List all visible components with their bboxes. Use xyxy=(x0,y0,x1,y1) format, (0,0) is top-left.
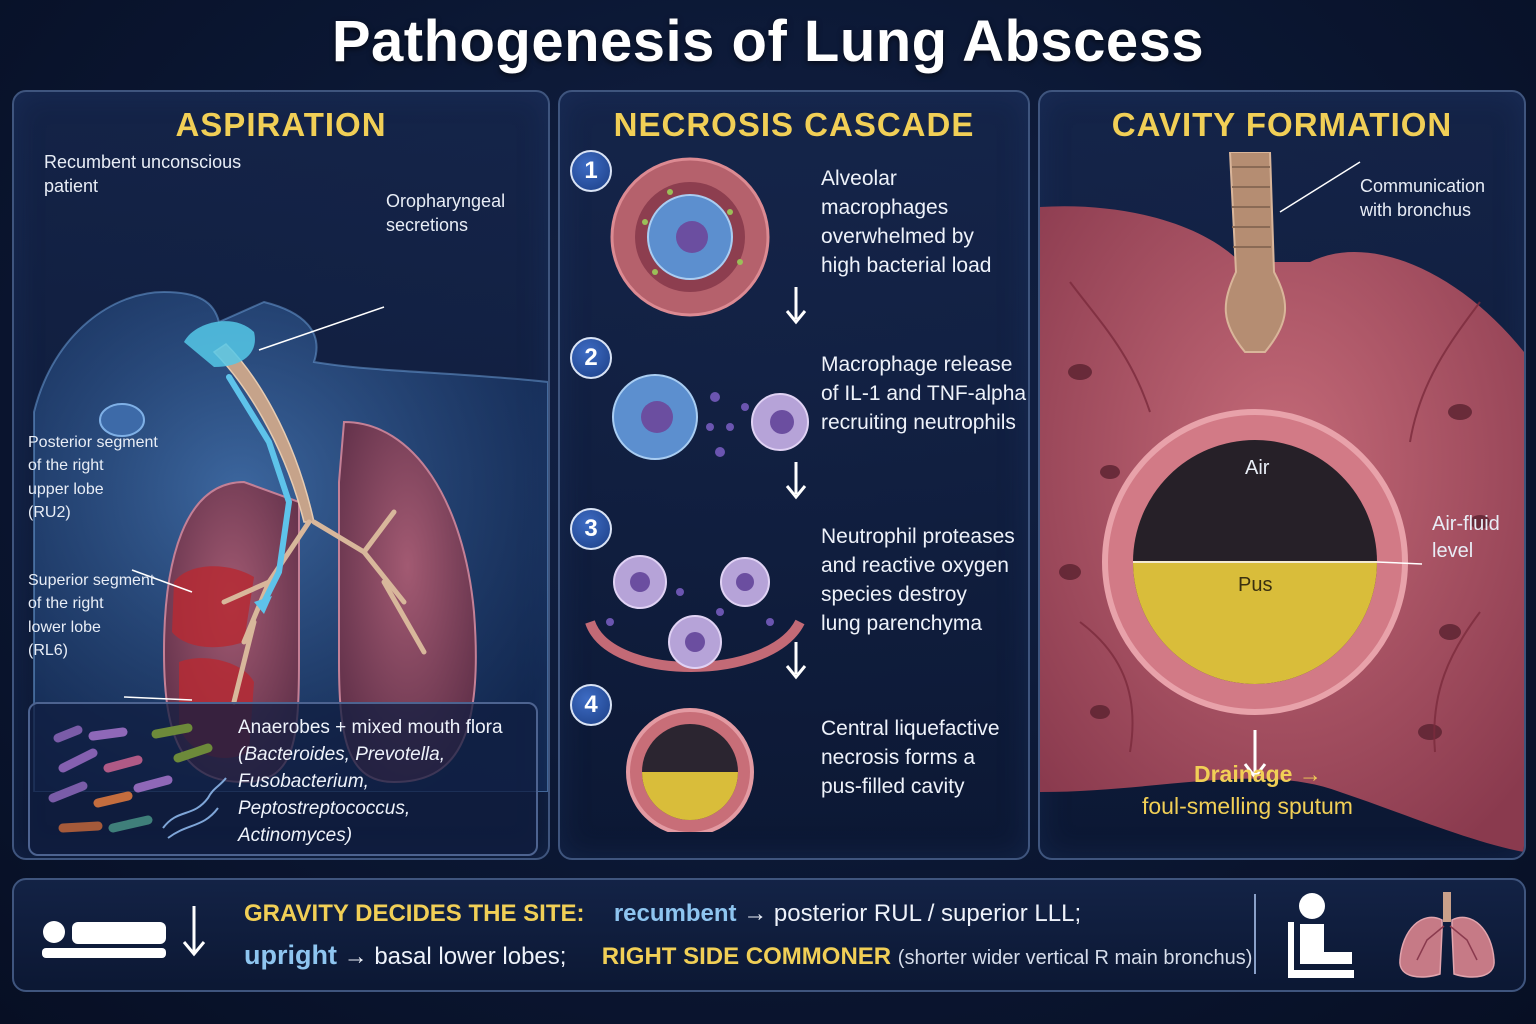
flora-box: Anaerobes + mixed mouth flora (Bacteroid… xyxy=(28,702,538,856)
flora-text: Anaerobes + mixed mouth flora (Bacteroid… xyxy=(238,714,503,849)
gravity-line-2: upright → basal lower lobes; RIGHT SIDE … xyxy=(244,940,1252,971)
down-arrow-icon xyxy=(182,906,206,957)
flora-item-4: Actinomyces) xyxy=(238,825,353,846)
aspiration-flow-arrow xyxy=(226,374,293,605)
gravity-divider xyxy=(1254,894,1256,974)
cavity-heading: CAVITY FORMATION xyxy=(1111,106,1453,143)
pus-label: Pus xyxy=(1238,574,1273,596)
necrosis-panel: NECROSIS CASCADE xyxy=(558,90,1030,860)
cavity-illustration xyxy=(1040,152,1524,852)
step-badge-2: 2 xyxy=(570,337,612,379)
gravity-line-1: GRAVITY DECIDES THE SITE: recumbent → po… xyxy=(244,900,1081,928)
upright-site: basal lower lobes; xyxy=(374,943,567,970)
ear-icon xyxy=(99,403,145,437)
arrow-2: → xyxy=(343,943,368,970)
gravity-box: GRAVITY DECIDES THE SITE: recumbent → po… xyxy=(12,878,1526,992)
seated-person-icon xyxy=(1288,893,1354,978)
drainage-label-line1: Drainage → xyxy=(1194,761,1322,787)
aspiration-heading: ASPIRATION xyxy=(175,106,387,143)
cytokine-release-icon xyxy=(612,374,809,460)
right-side-reason: (shorter wider vertical R main bronchus) xyxy=(897,947,1253,969)
step-badge-4: 4 xyxy=(570,684,612,726)
rll-label-line3: lower lobe xyxy=(28,619,101,636)
arrow-1: → xyxy=(743,900,768,927)
patient-label-line1: Recumbent unconscious xyxy=(44,152,242,172)
bronchus-label-line1: Communication xyxy=(1360,176,1486,196)
aspiration-panel: ASPIRATION xyxy=(12,90,550,860)
page-title: Pathogenesis of Lung Abscess xyxy=(331,9,1205,74)
flora-title: Anaerobes + mixed mouth flora xyxy=(238,717,503,738)
rll-label-line1: Superior segment xyxy=(28,572,155,589)
patient-label-line2: patient xyxy=(44,176,99,196)
secretions-label-line2: secretions xyxy=(386,215,469,235)
step-badge-3: 3 xyxy=(570,508,612,550)
bed-patient-icon xyxy=(42,921,166,958)
gravity-heading: GRAVITY DECIDES THE SITE: xyxy=(244,900,585,927)
necrosis-illustrations xyxy=(585,157,809,832)
rul-label-line4: (RU2) xyxy=(28,504,71,521)
neutrophil-destruction-icon xyxy=(585,555,805,672)
bronchus-label-line2: with bronchus xyxy=(1360,200,1472,220)
recumbent-term: recumbent xyxy=(613,900,737,927)
flora-item-2: Fusobacterium, xyxy=(238,771,369,792)
drainage-label-line2: foul-smelling sputum xyxy=(1142,793,1353,819)
step-arrows xyxy=(785,287,807,680)
bacteria-icon xyxy=(48,723,227,839)
cavity-pus-shape xyxy=(1133,562,1377,684)
secretions-label-line1: Oropharyngeal xyxy=(386,191,506,211)
cavity-panel: CAVITY FORMATION Communica xyxy=(1038,90,1526,860)
flora-item-3: Peptostreptococcus, xyxy=(238,798,411,819)
right-side-term: RIGHT SIDE COMMONER xyxy=(601,943,892,970)
rll-label-line4: (RL6) xyxy=(28,642,69,659)
flora-item-1: (Bacteroides, Prevotella, xyxy=(238,744,445,765)
rul-segment-shape xyxy=(172,566,254,648)
pus-cavity-icon xyxy=(626,708,754,832)
rul-label-line2: of the right xyxy=(28,457,104,474)
upright-term: upright xyxy=(244,940,337,970)
step-badge-1: 1 xyxy=(570,150,612,192)
rul-label-line1: Posterior segment xyxy=(28,434,158,451)
airfluid-label-line1: Air-fluid xyxy=(1432,513,1500,535)
bronchus-shape xyxy=(1224,152,1286,353)
oral-secretions-shape xyxy=(184,321,255,367)
air-label: Air xyxy=(1245,457,1270,479)
rll-label-line2: of the right xyxy=(28,595,104,612)
recumbent-site: posterior RUL / superior LLL; xyxy=(773,900,1082,927)
necrosis-heading: NECROSIS CASCADE xyxy=(613,106,975,143)
airfluid-label-line2: level xyxy=(1432,540,1474,562)
alveolus-macrophage-icon xyxy=(610,157,770,317)
lungs-icon xyxy=(1399,892,1495,978)
rul-label-line3: upper lobe xyxy=(28,481,104,498)
